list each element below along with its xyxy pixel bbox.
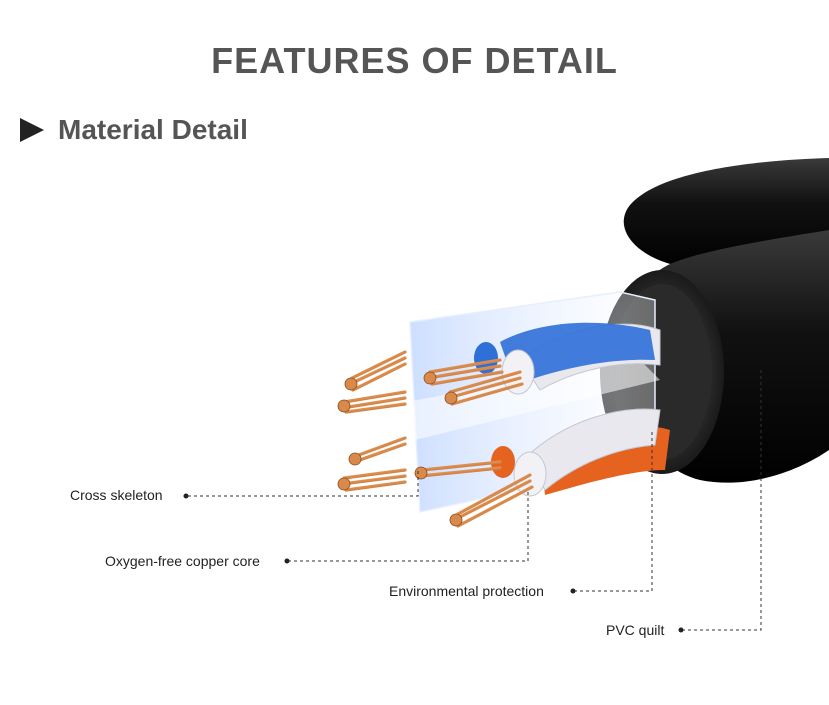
callout-environmental-protection: Environmental protection — [389, 583, 544, 599]
callout-leaders — [188, 370, 762, 631]
section-heading: Material Detail — [20, 114, 248, 146]
callout-copper-core: Oxygen-free copper core — [105, 553, 260, 569]
triangle-right-icon — [20, 118, 44, 142]
lower-wire-pair — [491, 408, 670, 497]
copper-core — [340, 350, 534, 528]
callout-dots — [183, 493, 684, 633]
copper-strand-ends — [337, 371, 463, 527]
callout-pvc-quilt: PVC quilt — [606, 622, 665, 638]
section-title: Material Detail — [58, 114, 248, 145]
callout-cross-skeleton: Cross skeleton — [70, 487, 163, 503]
page-title: FEATURES OF DETAIL — [211, 40, 618, 81]
